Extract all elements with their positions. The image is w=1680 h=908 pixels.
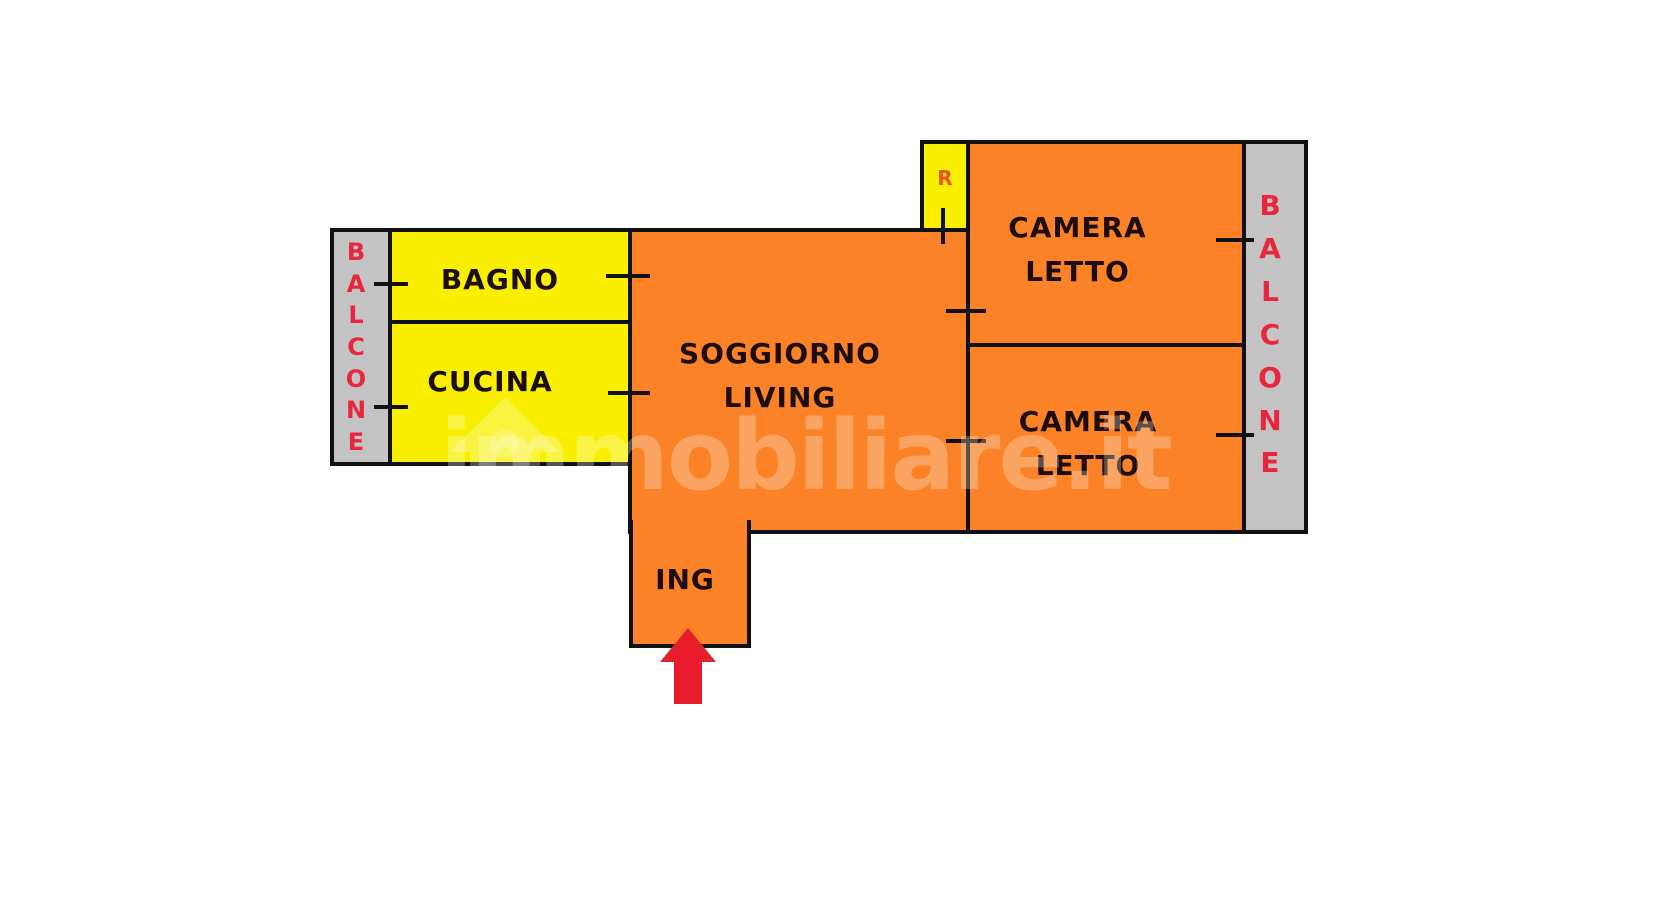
balcony-letter: L — [1261, 275, 1279, 309]
room-camera-1 — [966, 140, 1246, 347]
door-cucina-living — [608, 391, 650, 395]
label-ingresso: ING — [655, 563, 715, 596]
balcony-letter: C — [1259, 317, 1281, 351]
door-ripostiglio — [941, 208, 945, 244]
label-camera-2: CAMERA LETTO — [1018, 405, 1158, 482]
door-camera-2-balcone — [1216, 433, 1254, 437]
room-balcone-right — [1242, 140, 1308, 534]
entrance-arrow-icon — [660, 628, 716, 704]
balcony-letter: N — [345, 396, 367, 425]
balcony-letter: N — [1258, 403, 1282, 437]
balcony-letter: L — [348, 301, 364, 330]
room-cucina — [388, 320, 632, 466]
room-ingresso — [629, 520, 751, 648]
door-balcone-cucina — [374, 405, 408, 409]
balcony-letter: B — [1259, 189, 1281, 223]
balcony-letter: E — [1260, 446, 1280, 480]
room-bagno — [388, 228, 632, 324]
ingresso-opening — [633, 520, 747, 540]
label-cucina: CUCINA — [427, 365, 553, 398]
balcony-letter: B — [346, 237, 366, 266]
balcony-letter: C — [347, 332, 365, 361]
balcony-letter: A — [1259, 232, 1281, 266]
balcony-letter: A — [346, 269, 366, 298]
room-camera-2 — [966, 343, 1246, 534]
label-camera-1: CAMERA LETTO — [1008, 211, 1147, 288]
label-bagno: BAGNO — [440, 263, 560, 296]
balcony-letter: O — [1258, 360, 1282, 394]
door-camera-1 — [946, 309, 986, 313]
door-camera-1-balcone — [1216, 238, 1254, 242]
balcony-letter: E — [347, 428, 365, 457]
label-ripostiglio: R — [937, 166, 953, 190]
door-balcone-bagno — [374, 282, 408, 286]
door-bagno-living — [606, 274, 650, 278]
door-camera-2 — [946, 439, 986, 443]
label-soggiorno: SOGGIORNO LIVING — [679, 337, 881, 414]
balcony-letter: O — [345, 364, 367, 393]
room-ripostiglio — [920, 140, 970, 232]
